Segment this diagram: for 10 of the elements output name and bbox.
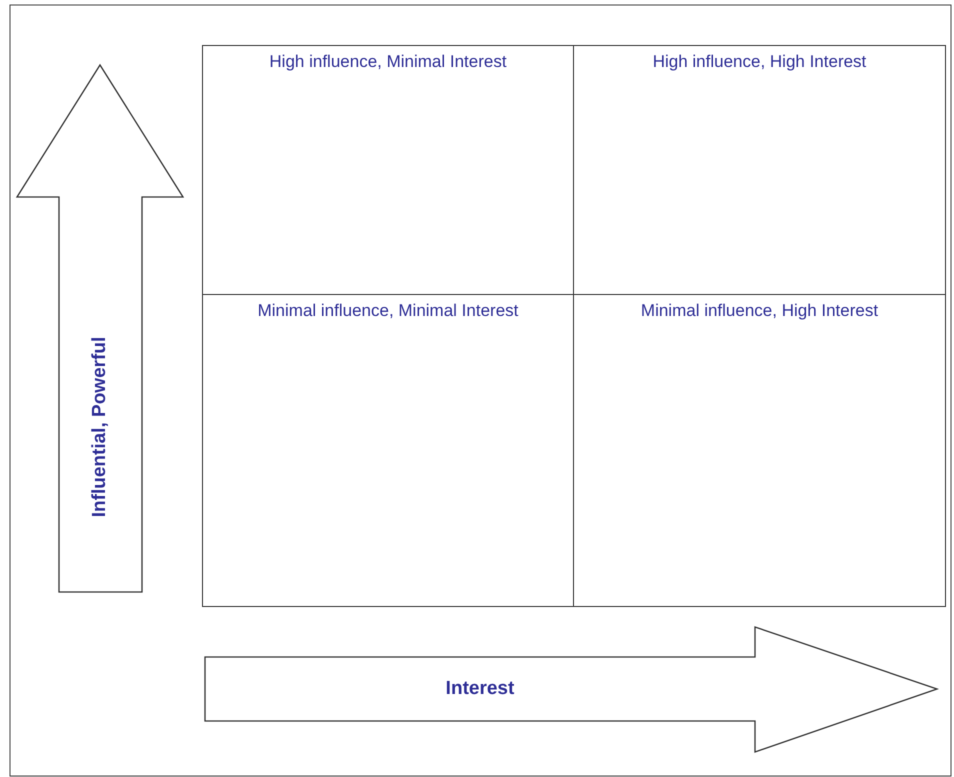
quadrant-title: Minimal influence, Minimal Interest	[256, 301, 520, 321]
axis-label: Interest	[446, 678, 514, 700]
axis-label: Influential, Powerful	[89, 336, 111, 518]
quadrant-box	[202, 45, 574, 295]
quadrant-box	[573, 45, 946, 295]
quadrant-title: Minimal influence, High Interest	[640, 301, 880, 321]
quadrant-box	[573, 294, 946, 607]
quadrant-box	[202, 294, 574, 607]
quadrant-title: High influence, High Interest	[652, 52, 868, 72]
quadrant-title: High influence, Minimal Interest	[268, 52, 508, 72]
